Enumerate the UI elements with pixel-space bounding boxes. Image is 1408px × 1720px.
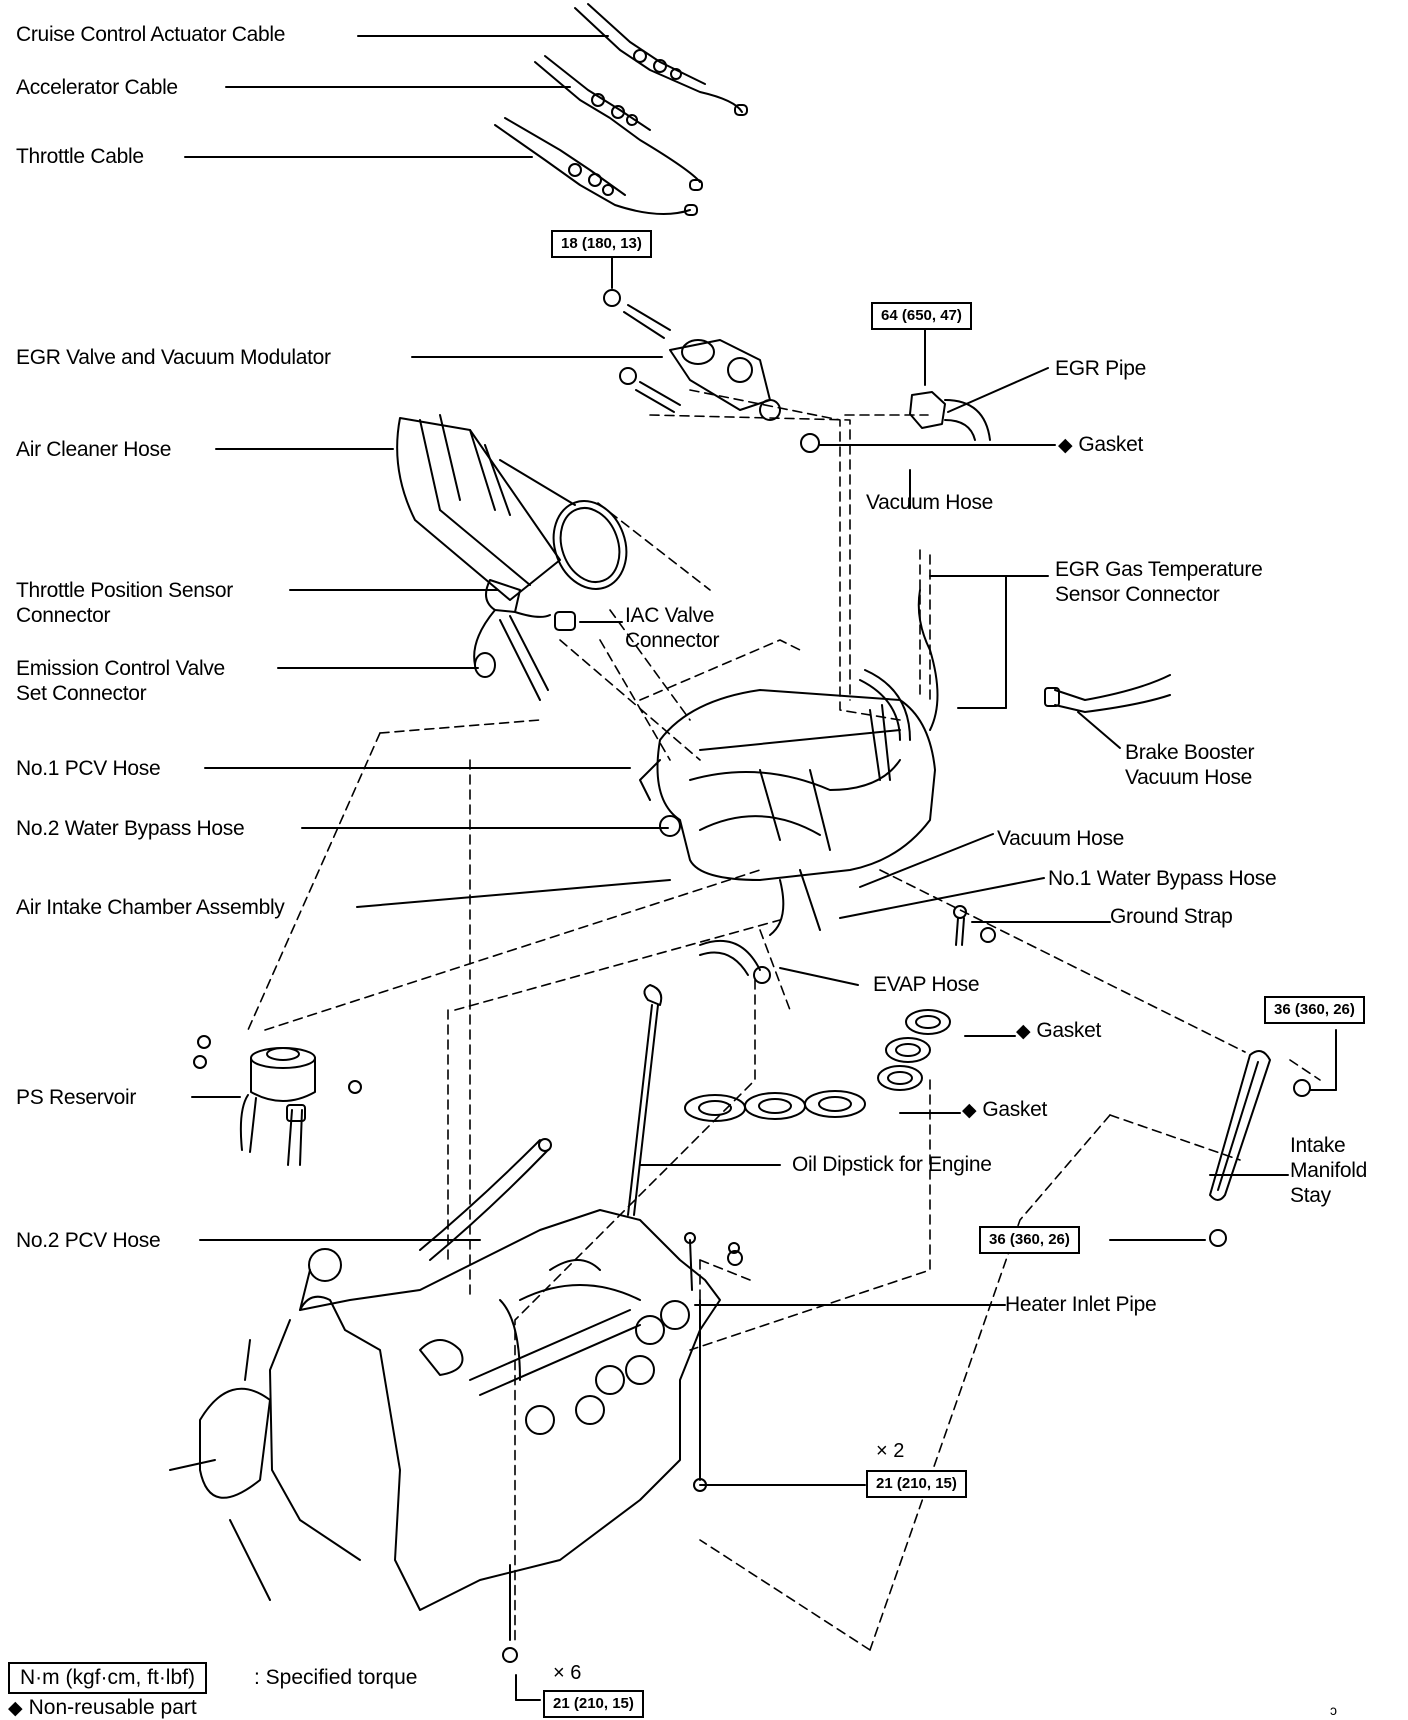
label-air-intake-chamber-assembly: Air Intake Chamber Assembly (16, 896, 285, 919)
legend-torque-unit-box: N·m (kgf·cm, ft·lbf) (8, 1662, 207, 1694)
ground-strap-drawing (954, 906, 995, 945)
label-vacuum-hose-mid: Vacuum Hose (997, 827, 1125, 850)
label-oil-dipstick: Oil Dipstick for Engine (792, 1153, 992, 1176)
label-air-cleaner-hose: Air Cleaner Hose (16, 438, 172, 461)
legend-non-reusable: ◆Non-reusable part (8, 1696, 197, 1720)
non-reusable-diamond-icon: ◆ (1016, 1021, 1031, 1042)
vacuum-hose-drawing (860, 590, 938, 740)
torque-spec-stay-lower-bolt: 36 (360, 26) (979, 1226, 1080, 1254)
label-brake-booster-line2: Vacuum Hose (1125, 766, 1253, 789)
label-tps-line2: Connector (16, 604, 111, 627)
label-accelerator-cable: Accelerator Cable (16, 76, 178, 99)
torque-spec-manifold-bolt: 21 (210, 15) (543, 1690, 644, 1718)
label-stay-line1: Intake (1290, 1134, 1346, 1157)
label-gasket-lower-text: Gasket (982, 1098, 1048, 1121)
evap-hose-drawing (700, 941, 770, 983)
label-stay-line3: Stay (1290, 1184, 1331, 1207)
legend-torque-description: : Specified torque (254, 1666, 418, 1689)
multiplier-x6: × 6 (553, 1662, 582, 1684)
label-gasket-lower: ◆Gasket (962, 1097, 1047, 1123)
cruise-control-cable-drawing (575, 4, 747, 115)
label-gasket-egr: ◆Gasket (1058, 432, 1143, 458)
label-tps-connector: Throttle Position Sensor Connector (16, 578, 233, 628)
intake-manifold-stay-drawing (1210, 1051, 1310, 1246)
label-tps-line1: Throttle Position Sensor (16, 579, 233, 602)
alignment-dashed-lines (248, 390, 1320, 1650)
label-iac-line1: IAC Valve (625, 604, 715, 627)
label-egr-gas-temp-sensor-connector: EGR Gas Temperature Sensor Connector (1055, 557, 1263, 607)
label-egr-temp-line1: EGR Gas Temperature (1055, 558, 1263, 581)
torque-spec-egr-pipe-nut: 64 (650, 47) (871, 302, 972, 330)
label-ecv-line1: Emission Control Valve (16, 657, 225, 680)
label-iac-line2: Connector (625, 629, 720, 652)
label-vacuum-hose-top: Vacuum Hose (866, 491, 994, 514)
label-gasket-upper-text: Gasket (1036, 1019, 1102, 1042)
label-no2-pcv-hose: No.2 PCV Hose (16, 1229, 161, 1252)
label-intake-manifold-stay: Intake Manifold Stay (1290, 1133, 1367, 1208)
brake-booster-hose-drawing (1045, 675, 1170, 712)
egr-pipe-drawing (910, 392, 990, 440)
non-reusable-diamond-icon: ◆ (1058, 435, 1073, 456)
multiplier-x2: × 2 (876, 1440, 905, 1462)
sensor-connectors-drawing (474, 580, 575, 700)
non-reusable-diamond-icon: ◆ (962, 1100, 977, 1121)
legend-non-reusable-text: Non-reusable part (28, 1696, 197, 1719)
label-brake-booster-line1: Brake Booster (1125, 741, 1255, 764)
gasket-drawing (685, 1010, 950, 1121)
label-egr-temp-line2: Sensor Connector (1055, 583, 1220, 606)
torque-spec-stay-upper-bolt: 36 (360, 26) (1264, 996, 1365, 1024)
air-intake-chamber-drawing (640, 690, 935, 935)
label-no1-water-bypass-hose: No.1 Water Bypass Hose (1048, 867, 1277, 890)
label-egr-pipe: EGR Pipe (1055, 357, 1146, 380)
label-iac-valve-connector: IAC Valve Connector (625, 603, 720, 653)
egr-valve-drawing (604, 290, 819, 452)
engine-block-drawing (170, 1139, 742, 1662)
label-gasket-upper: ◆Gasket (1016, 1018, 1101, 1044)
label-ecv-line2: Set Connector (16, 682, 147, 705)
non-reusable-diamond-icon: ◆ (8, 1698, 23, 1719)
torque-spec-manifold-nut: 21 (210, 15) (866, 1470, 967, 1498)
page-mark: ɔ (1330, 1702, 1337, 1718)
label-evap-hose: EVAP Hose (873, 973, 980, 996)
oil-dipstick-drawing (628, 985, 661, 1215)
label-gasket-egr-text: Gasket (1078, 433, 1144, 456)
label-egr-valve: EGR Valve and Vacuum Modulator (16, 346, 331, 369)
label-no2-water-bypass-hose: No.2 Water Bypass Hose (16, 817, 245, 840)
air-cleaner-hose-drawing (397, 415, 638, 600)
leader-lines (185, 36, 1336, 1700)
throttle-cable-drawing (495, 118, 697, 215)
label-no1-pcv-hose: No.1 PCV Hose (16, 757, 161, 780)
label-ps-reservoir: PS Reservoir (16, 1086, 137, 1109)
ps-reservoir-drawing (194, 1036, 361, 1165)
label-heater-inlet-pipe: Heater Inlet Pipe (1005, 1293, 1157, 1316)
label-brake-booster-vacuum-hose: Brake Booster Vacuum Hose (1125, 740, 1254, 790)
torque-spec-egr-valve-nut: 18 (180, 13) (551, 230, 652, 258)
label-ground-strap: Ground Strap (1110, 905, 1233, 928)
label-cruise-control-actuator-cable: Cruise Control Actuator Cable (16, 23, 286, 46)
accelerator-cable-drawing (535, 56, 702, 190)
label-throttle-cable: Throttle Cable (16, 145, 144, 168)
label-stay-line2: Manifold (1290, 1159, 1367, 1182)
label-emission-control-valve-connector: Emission Control Valve Set Connector (16, 656, 225, 706)
